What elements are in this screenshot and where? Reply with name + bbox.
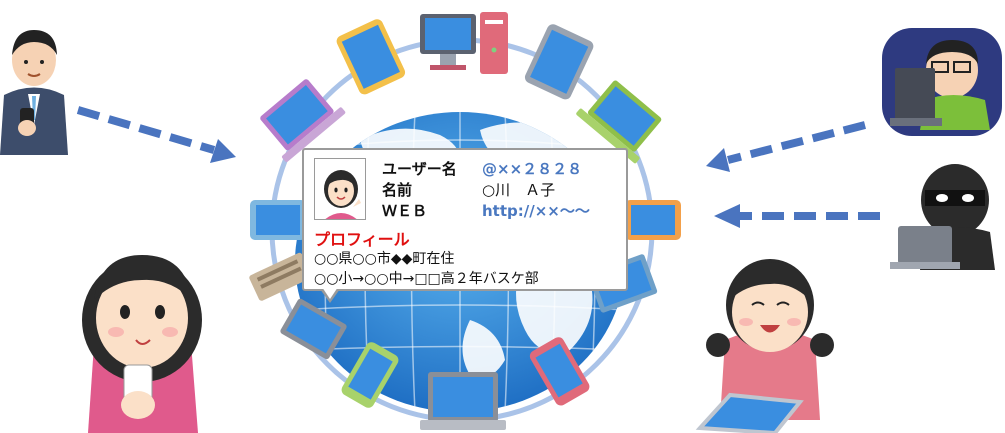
web-link[interactable]: http://××〜〜 xyxy=(482,202,590,220)
device-tablet-right xyxy=(625,200,681,240)
device-laptop-left xyxy=(260,79,346,162)
profile-card: ユーザー名 @××２８２８ 名前 ○川 Ａ子 ＷＥＢ http://××〜〜 プロフィ… xyxy=(302,148,628,291)
web-row: ＷＥＢ http://××〜〜 xyxy=(382,202,590,220)
arrow-right-bottom xyxy=(714,204,880,228)
username-row: ユーザー名 @××２８２８ xyxy=(382,160,582,178)
device-tablet-left xyxy=(250,200,306,240)
device-phone-bottomleft xyxy=(341,342,399,408)
profile-avatar xyxy=(314,158,366,220)
profile-card-tail-inner xyxy=(322,287,338,299)
girl-avatar-icon xyxy=(324,170,361,219)
device-tablet-topleft xyxy=(336,19,406,95)
masked-thief-with-laptop xyxy=(890,164,995,270)
girl-with-smartphone xyxy=(82,255,202,433)
device-monitor-top xyxy=(420,12,508,74)
device-laptop-bottom xyxy=(420,372,506,430)
device-desktop-left xyxy=(249,252,312,301)
profile-line-school: ○○小→○○中→□□高２年バスケ部 xyxy=(314,271,539,287)
device-tablet-topright xyxy=(524,24,594,100)
businessman-with-phone xyxy=(0,30,68,155)
username-value: @××２８２８ xyxy=(482,160,583,178)
profile-heading: プロフィール xyxy=(314,230,410,249)
arrow-right-top xyxy=(706,121,866,172)
device-laptop-bottomleft xyxy=(280,298,347,360)
web-label: ＷＥＢ xyxy=(382,202,428,220)
profile-line-location: ○○県○○市◆◆町在住 xyxy=(314,251,455,267)
hacker-at-computer xyxy=(882,28,1002,136)
name-row: 名前 ○川 Ａ子 xyxy=(382,181,555,199)
name-value: ○川 Ａ子 xyxy=(482,181,556,199)
girl-with-tablet xyxy=(695,259,834,433)
device-phone-bottomright xyxy=(529,337,590,406)
username-label: ユーザー名 xyxy=(382,160,457,178)
name-label: 名前 xyxy=(382,181,413,199)
arrow-left-top xyxy=(76,106,236,163)
